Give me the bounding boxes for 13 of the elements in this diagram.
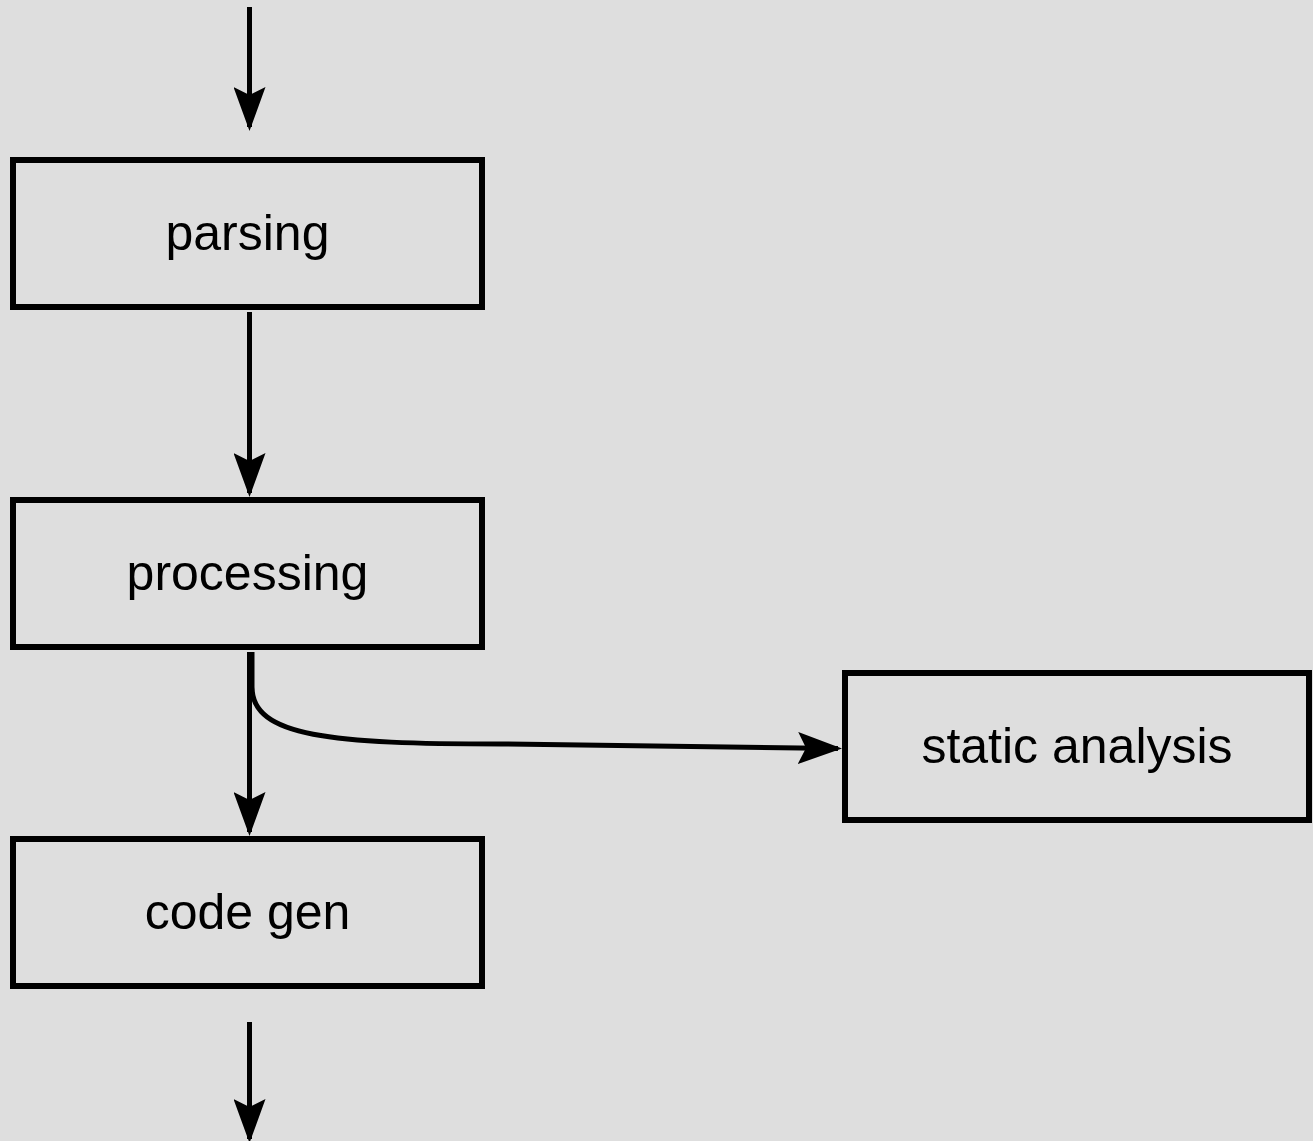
box-label: parsing bbox=[165, 204, 330, 264]
process-box bbox=[10, 836, 485, 989]
arrow bbox=[233, 1022, 266, 1141]
arrow bbox=[249, 652, 842, 764]
arrow bbox=[233, 312, 266, 497]
box-label: processing bbox=[126, 544, 369, 604]
process-box bbox=[842, 670, 1312, 823]
process-box bbox=[10, 497, 485, 650]
box-label: static analysis bbox=[921, 717, 1233, 777]
arrow bbox=[233, 7, 266, 131]
arrow bbox=[233, 652, 266, 836]
process-box bbox=[10, 157, 485, 310]
box-label: code gen bbox=[144, 883, 351, 943]
